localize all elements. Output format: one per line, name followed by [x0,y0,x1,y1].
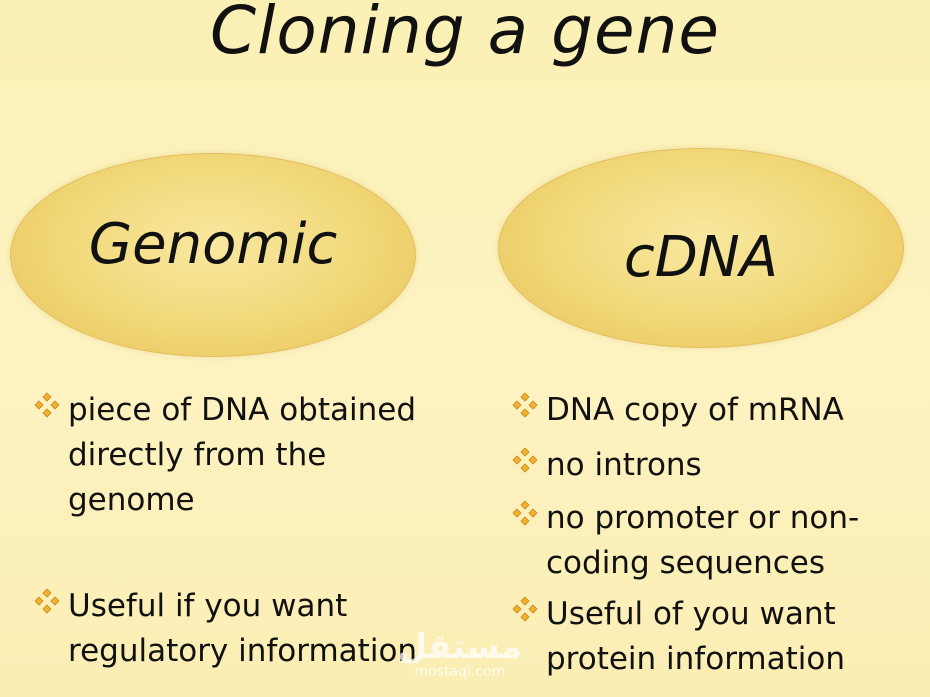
slide-title: Cloning a gene [209,0,721,69]
watermark-brand: مستقل [397,627,522,667]
bullet-text: Useful if you want regulatory informatio… [68,588,418,669]
four-diamond-bullet-icon [512,500,538,526]
four-diamond-bullet-icon [512,392,538,418]
cdna-bullet-list: DNA copy of mRNA no introns no promoter … [512,388,872,688]
watermark-url: mostaql.com [414,664,506,680]
four-diamond-bullet-icon [34,588,60,614]
list-item: no promoter or non-coding sequences [512,496,872,586]
four-diamond-bullet-icon [512,596,538,622]
list-item: piece of DNA obtained directly from the … [34,388,434,523]
bullet-text: Useful of you want protein information [546,596,845,677]
four-diamond-bullet-icon [512,447,538,473]
list-item: Useful of you want protein information [512,592,872,682]
bullet-text: piece of DNA obtained directly from the … [68,392,416,518]
genomic-ellipse: Genomic [10,153,416,357]
bullet-text: no introns [546,447,702,483]
cdna-heading: cDNA [623,225,779,290]
list-item: Useful if you want regulatory informatio… [34,584,434,674]
bullet-text: no promoter or non-coding sequences [546,500,860,581]
genomic-bullet-list: piece of DNA obtained directly from the … [34,388,434,678]
list-item: DNA copy of mRNA [512,388,872,433]
list-item: no introns [512,443,872,488]
genomic-heading: Genomic [88,212,338,277]
bullet-text: DNA copy of mRNA [546,392,844,428]
four-diamond-bullet-icon [34,392,60,418]
cdna-ellipse: cDNA [498,148,904,348]
watermark: مستقل mostaql.com [398,630,522,680]
